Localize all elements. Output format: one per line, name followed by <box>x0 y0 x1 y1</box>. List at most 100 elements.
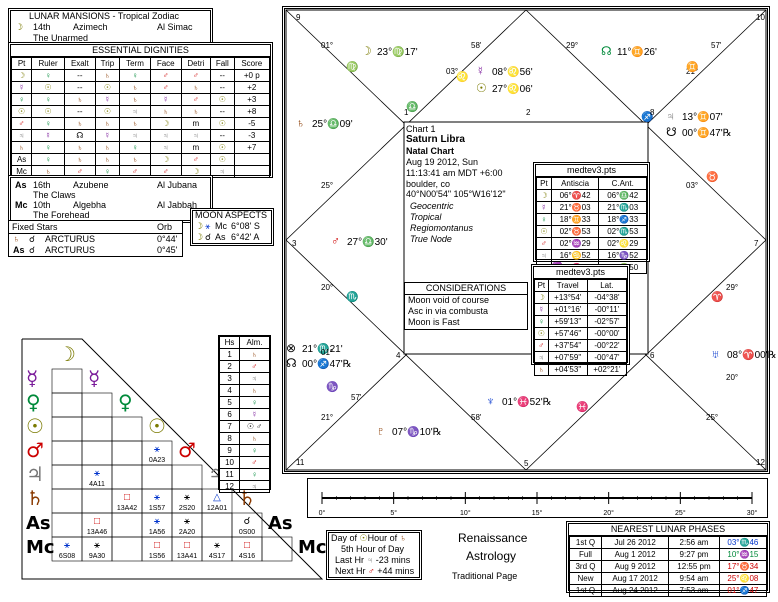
column-header: Antiscia <box>550 177 600 190</box>
sun-glyph: ☉ <box>359 533 368 543</box>
dignity-cell: ♄ <box>94 117 121 130</box>
dignity-cell: m <box>180 117 212 130</box>
dignity-row: ♂♀♄♄♄☽m☉-5 <box>10 117 271 130</box>
aspect-symbol: ☌ <box>244 516 251 527</box>
star-name: ARCTURUS <box>45 234 96 244</box>
wheel-planet-glyph: ♇ <box>376 424 385 438</box>
column-header: Ruler <box>31 57 65 70</box>
dignity-cell: ♄ <box>10 141 33 154</box>
aspect-symbol: □ <box>184 540 190 551</box>
chart-time: 11:13:41 am MDT +6:00 <box>406 168 503 178</box>
day-of-label: Day of <box>331 533 358 543</box>
zodiac-sign: ♎ <box>406 100 418 113</box>
antiscia-cell: 02°♏53 <box>598 225 647 238</box>
almuten-row: 3♃ <box>218 372 270 385</box>
travel-cell: -02°57' <box>586 315 628 328</box>
antiscia-cell: 18°♐33 <box>598 213 647 226</box>
chart-houses: Regiomontanus <box>410 223 474 233</box>
travel-row: ☽+13°54'-04°38' <box>534 291 628 304</box>
consideration-item: Moon void of course <box>408 295 490 305</box>
considerations-panel: CONSIDERATIONS Moon void of course Asc i… <box>404 282 528 330</box>
wheel-planet-glyph: ♃ <box>666 109 675 123</box>
house-number: 6 <box>650 351 655 360</box>
column-header: Pt <box>10 57 33 70</box>
wheel-planet-position: 00°♊47'℞ <box>682 126 732 139</box>
lunar-phase-cell: 03°♏46 <box>718 536 768 549</box>
wheel-planet-glyph: ♅ <box>711 347 720 361</box>
moon-aspects-title: MOON ASPECTS <box>195 210 268 220</box>
wheel-planet-glyph: ☊ <box>286 356 297 370</box>
dignity-row: ♄♀♄♄♀♃m☉+7 <box>10 141 271 154</box>
travel-row: ☉+57'46"-00°00' <box>534 327 628 340</box>
chart-node: True Node <box>410 234 452 244</box>
travel-row: ♂+37'54"-00°22' <box>534 339 628 352</box>
lunar-phase-cell: 17°♉34 <box>718 560 768 573</box>
next-hour-label: Next Hr <box>335 566 366 576</box>
zodiac-sign: ♈ <box>711 290 723 303</box>
dignity-cell: ♄ <box>63 93 96 106</box>
grid-row-label: As <box>26 513 51 534</box>
cusp-degree: 21° <box>686 67 698 76</box>
lunar-phase-cell: 9:54 am <box>668 572 720 585</box>
lunar-phases-title: NEAREST LUNAR PHASES <box>569 524 767 536</box>
aspect-value: 6°08' S <box>231 221 260 231</box>
dignity-cell: ☿ <box>94 129 121 142</box>
cusp-degree: 03° <box>446 67 458 76</box>
aspect-code: 12A01 <box>207 505 227 512</box>
dignity-row: ♀♀♄☿♄☿♂☉+3 <box>10 93 271 106</box>
grid-cell <box>111 416 143 442</box>
column-header: Face <box>149 57 182 70</box>
grid-planet-label: As <box>268 513 293 534</box>
column-header: Exalt <box>63 57 96 70</box>
mansion-desc: The Unarmed <box>33 33 89 43</box>
aspect-code: 13A42 <box>117 505 137 512</box>
zodiac-sign: ♏ <box>346 290 358 303</box>
chart-zodiac: Tropical <box>410 212 442 222</box>
dignity-cell: ♄ <box>119 153 151 166</box>
grid-cell <box>81 440 113 466</box>
fixed-stars-panel: Fixed Stars Orb ♄ ☌ ARCTURUS 0°44' As ☌ … <box>8 220 183 257</box>
grid-cell <box>111 464 143 490</box>
almuten-cell: ♀ <box>239 444 270 457</box>
last-hour: Last Hr ♃ -23 mins <box>335 556 410 565</box>
dignity-cell: ♂ <box>180 69 212 82</box>
dignity-cell: ☽ <box>10 69 33 82</box>
dignity-cell: ☉ <box>210 93 235 106</box>
aspect-code: 4A11 <box>89 481 105 488</box>
aspect-symbol: ⚹ <box>184 516 190 527</box>
antiscia-cell: ♀ <box>536 213 552 226</box>
travel-cell: -00°47' <box>586 351 628 364</box>
house-number: 9 <box>296 13 301 22</box>
dignity-cell: -- <box>210 81 235 94</box>
chart-place: boulder, co <box>406 179 451 189</box>
grid-row-label: Mc <box>26 537 55 558</box>
dignity-cell: -- <box>210 129 235 142</box>
chart-type: Natal Chart <box>406 146 455 156</box>
cusp-degree: 25° <box>706 413 718 422</box>
grid-planet-label: ☽ <box>58 342 76 366</box>
column-header: Trip <box>94 57 121 70</box>
dignity-cell: ☉ <box>210 153 235 166</box>
dignity-cell: ♀ <box>31 93 65 106</box>
column-header: C.Ant. <box>598 177 647 190</box>
mansion-num: 16th <box>33 180 51 190</box>
conjunction-glyph: ☌ <box>205 232 212 242</box>
column-header: Pt <box>536 177 552 190</box>
grid-cell <box>111 536 143 562</box>
column-header: Detri <box>180 57 212 70</box>
house-number: 3 <box>292 239 297 248</box>
scale-tick-label: 15° <box>532 509 543 517</box>
travel-cell: +07'59" <box>547 351 588 364</box>
dignity-cell: ♀ <box>119 141 151 154</box>
almuten-row: 4♄ <box>218 384 270 397</box>
aspect-symbol: ⚹ <box>94 468 100 479</box>
grid-cell <box>111 512 143 538</box>
lunar-phase-cell: Aug 17 2012 <box>600 572 670 585</box>
